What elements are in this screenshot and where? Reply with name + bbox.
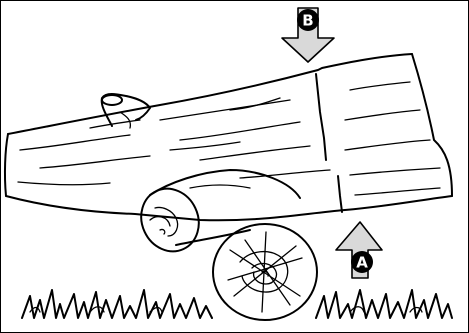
marker-a-label: A	[356, 254, 368, 272]
main-log	[3, 53, 453, 222]
cut-lines	[315, 73, 343, 213]
arrow-up-icon	[335, 221, 383, 279]
marker-b-label: B	[302, 12, 313, 30]
branch-stub	[100, 93, 151, 129]
log-round	[212, 223, 318, 321]
marker-b-badge: B	[297, 9, 319, 31]
grass	[21, 289, 453, 319]
support-branch	[140, 169, 301, 253]
arrow-down-icon	[281, 7, 335, 63]
marker-a-badge: A	[351, 251, 373, 273]
